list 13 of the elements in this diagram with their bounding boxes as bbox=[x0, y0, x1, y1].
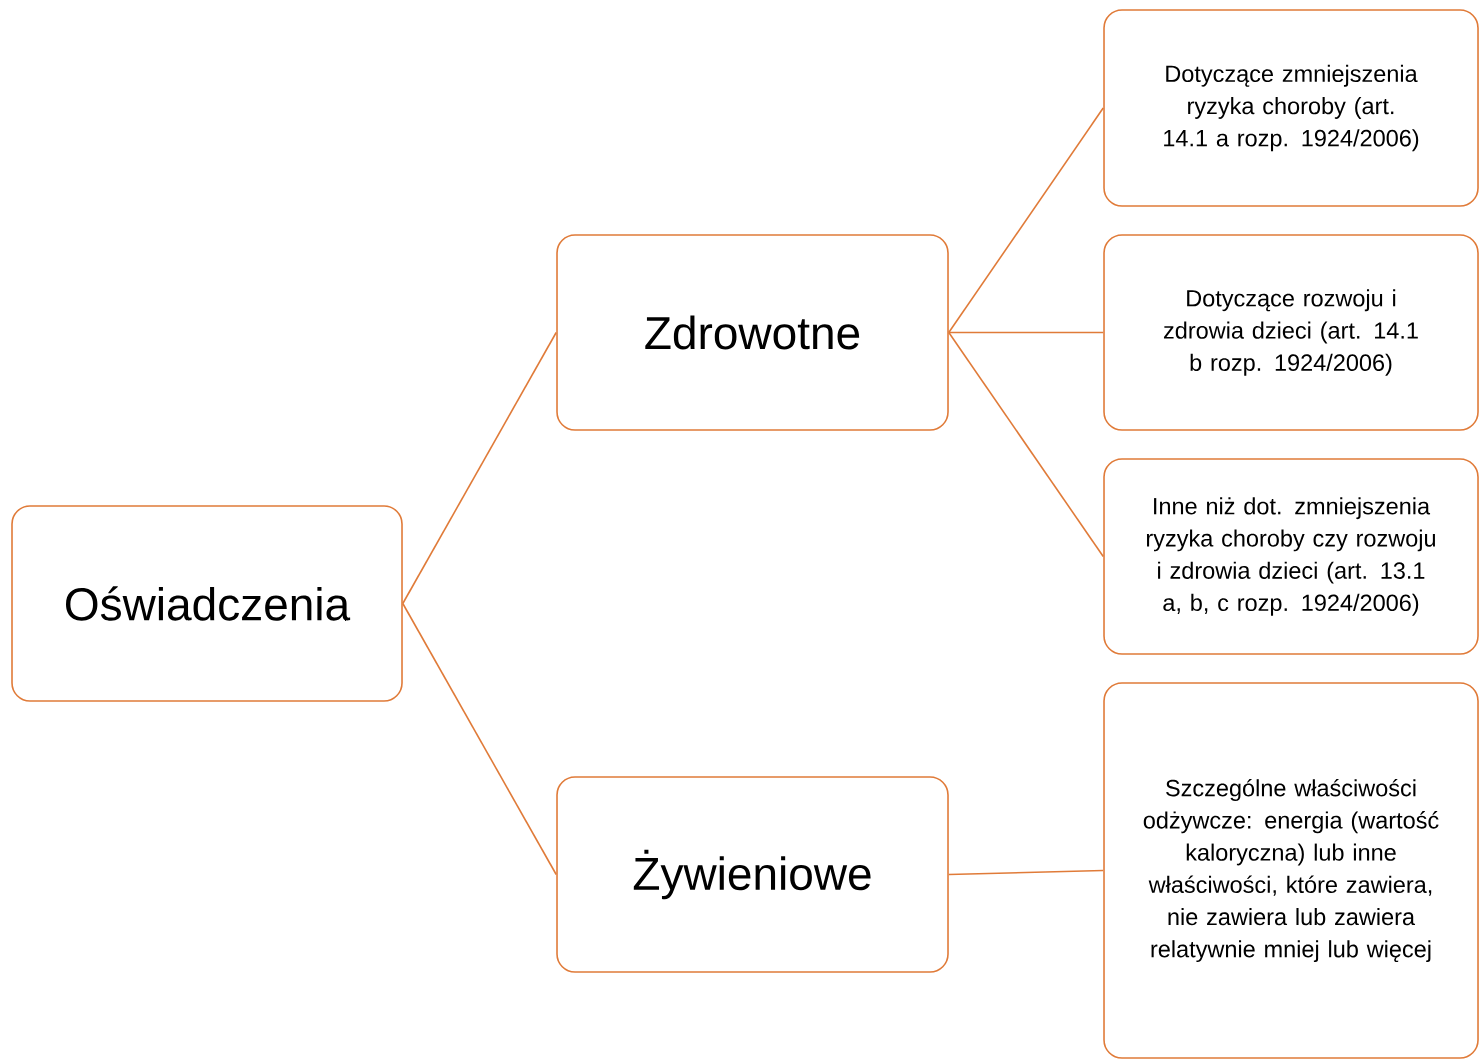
connector-line bbox=[948, 107, 1104, 334]
connector-line bbox=[402, 331, 557, 605]
connector-line bbox=[402, 602, 557, 876]
description-box: Dotyczące rozwoju i zdrowia dzieci (art. 14.1 b rozp. 1924/2006) bbox=[1103, 234, 1479, 431]
description-box: Inne niż dot. zmniejszenia ryzyka choroby czy rozwoju i zdrowia dzieci (art. 13.1 a, b, c rozp. 1924/2006) bbox=[1103, 458, 1479, 655]
category-box: Żywieniowe bbox=[556, 776, 949, 973]
connector-line bbox=[948, 331, 1104, 558]
category-box: Oświadczenia bbox=[11, 505, 403, 702]
connector-line bbox=[948, 869, 1104, 876]
description-box: Dotyczące zmniejszenia ryzyka choroby (art. 14.1 a rozp. 1924/2006) bbox=[1103, 9, 1479, 207]
connector-line bbox=[948, 331, 1104, 334]
category-box: Zdrowotne bbox=[556, 234, 949, 431]
description-box: Szczególne właściwości odżywcze: energia (wartość kaloryczna) lub inne właściwości, które zawiera, nie zawiera lub zawiera relatywnie mniej lub więcej bbox=[1103, 682, 1479, 1059]
